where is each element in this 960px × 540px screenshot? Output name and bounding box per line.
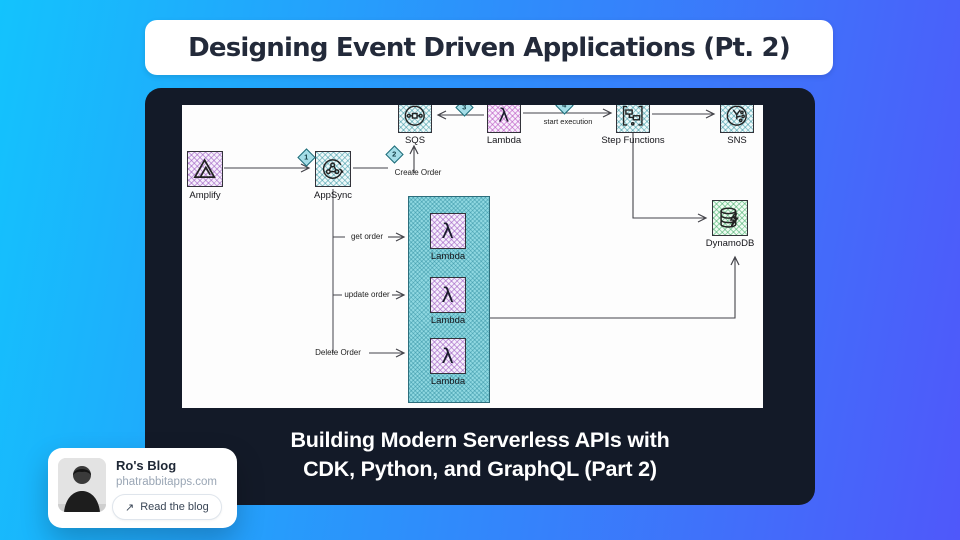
author-domain: phatrabbitapps.com	[116, 476, 218, 488]
step-1-badge: 1	[297, 148, 316, 167]
lambda-update-label: Lambda	[430, 315, 466, 326]
sns-icon	[720, 105, 754, 133]
sqs-icon	[398, 105, 432, 133]
headline-line2: CDK, Python, and GraphQL (Part 2)	[303, 457, 657, 481]
edge-label-get-order: get order	[350, 232, 384, 241]
video-headline: Building Modern Serverless APIs with CDK…	[145, 426, 815, 484]
step-4-badge: 4	[555, 105, 574, 115]
edge-label-update-order: update order	[344, 290, 390, 299]
title-banner: Designing Event Driven Applications (Pt.…	[145, 20, 833, 75]
avatar	[58, 458, 106, 512]
page-title: Designing Event Driven Applications (Pt.…	[188, 32, 791, 63]
architecture-diagram: λ	[182, 105, 763, 408]
author-card: Ro's Blog phatrabbitapps.com ↗ Read the …	[48, 448, 237, 528]
lambda-top-icon: λ	[487, 105, 521, 133]
edge-label-delete-order: Delete Order	[315, 348, 361, 357]
step-functions-label: Step Functions	[601, 135, 665, 146]
read-the-blog-button[interactable]: ↗ Read the blog	[112, 494, 222, 520]
edge-label-create-order: Create Order	[394, 168, 442, 177]
step-3-badge: 3	[455, 105, 474, 117]
content-panel: λ	[145, 88, 815, 505]
dynamodb-label: DynamoDB	[705, 238, 755, 249]
step-2-badge: 2	[385, 145, 404, 164]
lambda-delete-icon: λ	[430, 338, 466, 374]
lambda-delete-label: Lambda	[430, 376, 466, 387]
lambda-update-icon: λ	[430, 277, 466, 313]
lambda-get-label: Lambda	[430, 251, 466, 262]
lambda-top-label: Lambda	[486, 135, 522, 146]
appsync-label: AppSync	[313, 190, 353, 201]
sqs-label: SQS	[404, 135, 426, 146]
appsync-icon	[315, 151, 351, 187]
svg-text:λ: λ	[442, 344, 454, 368]
author-name: Ro's Blog	[116, 458, 177, 473]
read-the-blog-label: Read the blog	[140, 501, 209, 513]
svg-text:λ: λ	[442, 219, 454, 243]
dynamodb-icon	[712, 200, 748, 236]
svg-text:λ: λ	[499, 106, 510, 127]
headline-line1: Building Modern Serverless APIs with	[290, 428, 670, 452]
external-link-arrow-icon: ↗	[125, 501, 135, 514]
sns-label: SNS	[727, 135, 747, 146]
amplify-label: Amplify	[189, 190, 221, 201]
svg-text:λ: λ	[442, 283, 454, 307]
step-functions-icon	[616, 105, 650, 133]
amplify-icon	[187, 151, 223, 187]
lambda-get-icon: λ	[430, 213, 466, 249]
edge-label-start-execution: start execution	[543, 117, 593, 126]
